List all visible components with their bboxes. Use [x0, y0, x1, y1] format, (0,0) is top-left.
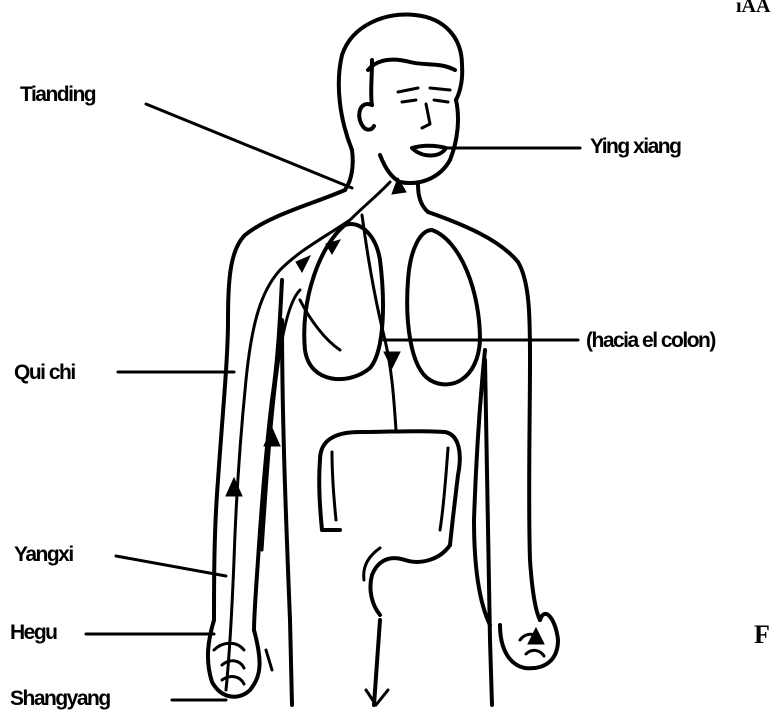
arrow-shoulder-1 — [296, 256, 310, 272]
meridian-path — [226, 182, 396, 690]
torso-outline — [214, 150, 540, 705]
leader-yangxi — [116, 556, 226, 576]
label-hacia-el-colon: (hacia el colon) — [586, 330, 715, 351]
arrow-down-chest — [384, 352, 400, 368]
corner-text-right: F — [754, 622, 770, 648]
legs — [366, 620, 388, 705]
label-tianding: Tianding — [20, 84, 95, 105]
label-yangxi: Yangxi — [14, 544, 73, 565]
leader-tianding — [146, 104, 352, 188]
arrow-up-left-forearm — [226, 478, 242, 496]
colon — [319, 431, 460, 615]
label-qui-chi: Qui chi — [14, 362, 75, 383]
left-hand — [208, 620, 272, 697]
label-hegu: Hegu — [10, 622, 57, 643]
label-shangyang: Shangyang — [10, 688, 110, 709]
head-outline — [339, 15, 462, 183]
label-ying-xiang: Ying xiang — [590, 136, 680, 157]
corner-text-top: ıAA — [736, 0, 770, 16]
arrow-right-hand — [528, 628, 544, 644]
